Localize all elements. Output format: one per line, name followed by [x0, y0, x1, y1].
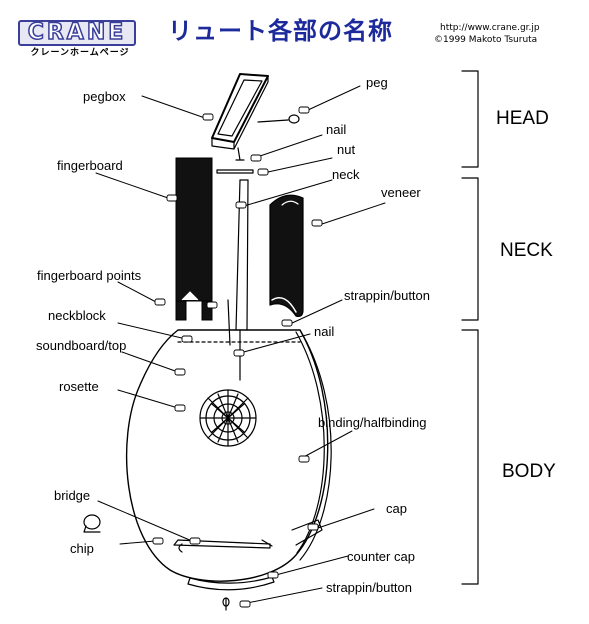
pointer-icon	[267, 571, 279, 579]
pointer-icon	[189, 537, 201, 545]
bottom-button-drawing	[222, 597, 230, 611]
label-cap: cap	[386, 501, 407, 516]
nut-drawing	[216, 169, 254, 174]
pointer-icon	[174, 404, 186, 412]
head-bracket	[461, 70, 479, 168]
copyright-text: ©1999 Makoto Tsuruta	[434, 35, 538, 45]
label-nut: nut	[337, 142, 356, 157]
pointer-icon	[239, 600, 251, 608]
label-binding-halfbinding: binding/halfbinding	[318, 415, 427, 430]
section-body: BODY	[502, 461, 556, 482]
section-neck: NECK	[500, 240, 553, 261]
fingerboard-drawing	[175, 157, 213, 321]
label-neck: neck	[332, 167, 360, 182]
pointer-icon	[152, 537, 164, 545]
label-fingerboard-points: fingerboard points	[37, 268, 142, 283]
chip-drawing	[83, 514, 101, 533]
pointer-icon	[257, 168, 269, 176]
pointer-icon	[154, 298, 166, 306]
label-bridge: bridge	[54, 488, 91, 503]
crane-logo-subtitle: クレーンホームページ	[30, 47, 130, 57]
pointer-markers	[152, 106, 323, 608]
label-nail-body: nail	[314, 324, 335, 339]
label-pegbox: pegbox	[83, 89, 126, 104]
label-soundboard-top: soundboard/top	[36, 338, 127, 353]
pointer-icon	[281, 319, 293, 327]
label-fingerboard: fingerboard	[57, 158, 123, 173]
label-chip: chip	[70, 541, 94, 556]
nail-top-drawing	[235, 147, 245, 161]
label-strappin-button-top: strappin/button	[344, 288, 431, 303]
pegbox-drawing	[211, 73, 269, 150]
crane-logo[interactable]: CRANE	[18, 20, 136, 46]
pointer-icon	[206, 301, 218, 309]
pointer-icon	[181, 335, 193, 343]
label-rosette: rosette	[59, 379, 99, 394]
pointer-icon	[298, 455, 310, 463]
pointer-icon	[307, 523, 319, 531]
label-veneer: veneer	[381, 185, 421, 200]
pointer-icon	[174, 368, 186, 376]
veneer-drawing	[269, 194, 304, 317]
pointer-icon	[233, 349, 245, 357]
leader-lines	[95, 85, 386, 605]
label-peg: peg	[366, 75, 388, 90]
peg-drawing	[257, 114, 300, 124]
label-neckblock: neckblock	[48, 308, 106, 323]
pointer-icon	[202, 113, 214, 121]
rosette-drawing	[199, 389, 257, 447]
pointer-icon	[250, 154, 262, 162]
body-bracket	[461, 329, 479, 585]
site-url[interactable]: http://www.crane.gr.jp	[440, 23, 540, 33]
page-title: リュート各部の名称	[168, 18, 393, 45]
pointer-icon	[235, 201, 247, 209]
pointer-icon	[298, 106, 310, 114]
label-counter-cap: counter cap	[347, 549, 415, 564]
label-strappin-button-bottom: strappin/button	[326, 580, 413, 595]
pointer-icon	[311, 219, 323, 227]
label-nail-top: nail	[326, 122, 347, 137]
crane-logo-text: CRANE	[27, 20, 127, 45]
neck-bracket	[461, 177, 479, 321]
pointer-icon	[166, 194, 178, 202]
section-head: HEAD	[496, 108, 549, 129]
